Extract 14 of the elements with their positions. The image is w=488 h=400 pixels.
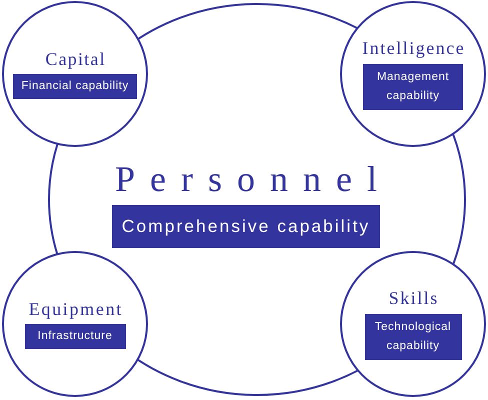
category-circle xyxy=(2,251,148,397)
category-circle xyxy=(340,251,486,397)
node-heading: Equipment xyxy=(28,298,123,320)
node-heading: Personnel xyxy=(115,159,392,201)
node-heading: Intelligence xyxy=(362,38,466,59)
category-circle xyxy=(2,1,148,147)
capability-label: Financial capability xyxy=(13,74,137,100)
node-heading: Capital xyxy=(45,48,106,70)
capability-label: Technological capability xyxy=(364,314,462,360)
capability-label: Infrastructure xyxy=(24,324,126,350)
capability-label: Management capability xyxy=(363,64,463,110)
capability-label: Comprehensive capability xyxy=(112,204,380,248)
node-heading: Skills xyxy=(388,288,439,309)
category-circle xyxy=(340,1,486,147)
